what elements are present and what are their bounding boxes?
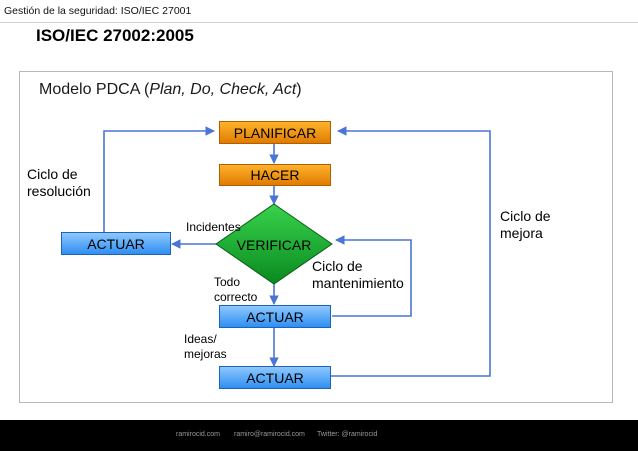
label-ideas-mejoras: Ideas/ mejoras — [184, 332, 227, 362]
footer-email-link[interactable]: ramiro@ramirocid.com — [234, 431, 305, 438]
ciclo-mejora-line1: Ciclo de — [500, 208, 551, 224]
hacer-box: HACER — [219, 164, 331, 186]
ciclo-resolucion-line2: resolución — [27, 183, 91, 199]
ciclo-mant-line1: Ciclo de — [312, 258, 363, 274]
ciclo-mant-line2: mantenimiento — [312, 275, 404, 291]
actuar-left-label: ACTUAR — [87, 235, 145, 252]
arrow-improvement-loop — [331, 126, 491, 377]
footer-site-link[interactable]: ramirocid.com — [176, 431, 220, 438]
verificar-label: VERIFICAR — [236, 237, 312, 253]
page-title: ISO/IEC 27002:2005 — [36, 26, 194, 45]
subtitle-italic: Plan, Do, Check, Act — [149, 81, 297, 98]
top-bar: Gestión de la seguridad: ISO/IEC 27001 — [0, 0, 638, 23]
label-ciclo-resolucion: Ciclo de resolución — [27, 166, 91, 200]
ciclo-resolucion-line1: Ciclo de — [27, 166, 78, 182]
planificar-label: PLANIFICAR — [233, 124, 317, 141]
verificar-diamond — [215, 203, 333, 285]
label-incidentes: Incidentes — [186, 220, 241, 234]
arrow-resolution-loop — [103, 126, 215, 232]
actuar-mid-label: ACTUAR — [246, 308, 304, 325]
diagram-frame — [19, 71, 613, 403]
footer-bar: ramirocid.com ramiro@ramirocid.com Twitt… — [0, 420, 638, 451]
arrow-maintenance-loop — [332, 235, 412, 317]
subtitle-suffix: ) — [296, 81, 302, 98]
ideas-line2: mejoras — [184, 347, 227, 361]
actuar-bottom-box: ACTUAR — [219, 366, 331, 389]
subtitle-prefix: Modelo PDCA ( — [39, 81, 150, 98]
hacer-label: HACER — [250, 167, 300, 183]
ciclo-mejora-line2: mejora — [500, 225, 543, 241]
actuar-left-box: ACTUAR — [61, 232, 171, 255]
footer-twitter-link[interactable]: Twitter: @ramirocid — [317, 431, 378, 438]
todo-line1: Todo — [214, 275, 241, 289]
diagram-subtitle: Modelo PDCA (Plan, Do, Check, Act) — [39, 81, 302, 99]
ideas-line1: Ideas/ — [184, 332, 217, 346]
label-todo-correcto: Todo correcto — [214, 275, 257, 305]
actuar-mid-box: ACTUAR — [219, 305, 331, 328]
verificar-box: VERIFICAR — [216, 235, 332, 255]
label-ciclo-mantenimiento: Ciclo de mantenimiento — [312, 258, 404, 292]
actuar-bottom-label: ACTUAR — [246, 369, 304, 386]
todo-line2: correcto — [214, 290, 258, 304]
label-ciclo-mejora: Ciclo de mejora — [500, 208, 551, 242]
planificar-box: PLANIFICAR — [219, 121, 331, 144]
header-text: Gestión de la seguridad: ISO/IEC 27001 — [4, 5, 192, 17]
